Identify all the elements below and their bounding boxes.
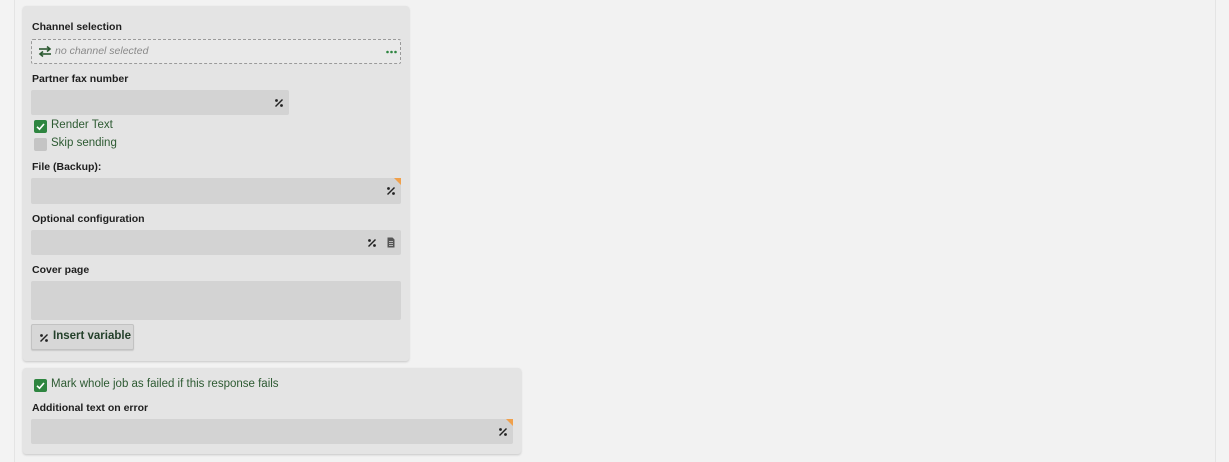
document-icon[interactable]	[387, 237, 395, 248]
optional-configuration-label: Optional configuration	[32, 213, 145, 225]
insert-variable-label: Insert variable	[53, 330, 131, 342]
check-icon	[36, 123, 45, 131]
mark-failed-checkbox[interactable]	[34, 379, 47, 392]
channel-selector[interactable]: no channel selected	[31, 39, 401, 64]
fax-settings-panel: Channel selection no channel selected Pa…	[23, 6, 409, 361]
cover-page-label: Cover page	[32, 264, 90, 276]
variable-percent-icon	[40, 334, 48, 342]
partner-fax-label: Partner fax number	[32, 73, 129, 85]
error-handling-panel: Mark whole job as failed if this respons…	[23, 368, 521, 454]
more-options-icon[interactable]	[386, 50, 397, 54]
swap-arrows-icon	[38, 45, 52, 58]
variable-percent-icon[interactable]	[274, 98, 284, 108]
additional-text-input[interactable]	[31, 419, 513, 444]
skip-sending-label: Skip sending	[51, 137, 117, 149]
render-text-checkbox[interactable]	[34, 120, 47, 133]
cover-page-textarea[interactable]	[31, 281, 401, 320]
partner-fax-input[interactable]	[31, 90, 289, 115]
mark-failed-label: Mark whole job as failed if this respons…	[51, 378, 279, 390]
channel-selection-label: Channel selection	[32, 21, 122, 33]
file-backup-label: File (Backup):	[32, 161, 102, 173]
optional-configuration-input[interactable]	[31, 230, 401, 255]
check-icon	[36, 382, 45, 390]
additional-text-label: Additional text on error	[32, 402, 149, 414]
modified-flag	[506, 419, 513, 426]
skip-sending-checkbox[interactable]	[34, 138, 47, 151]
variable-percent-icon[interactable]	[498, 427, 508, 437]
variable-percent-icon[interactable]	[367, 238, 377, 248]
file-backup-input[interactable]	[31, 178, 401, 204]
render-text-label: Render Text	[51, 119, 113, 131]
modified-flag	[394, 178, 401, 185]
variable-percent-icon[interactable]	[386, 186, 396, 196]
channel-placeholder: no channel selected	[55, 45, 149, 57]
insert-variable-button[interactable]: Insert variable	[31, 324, 134, 350]
